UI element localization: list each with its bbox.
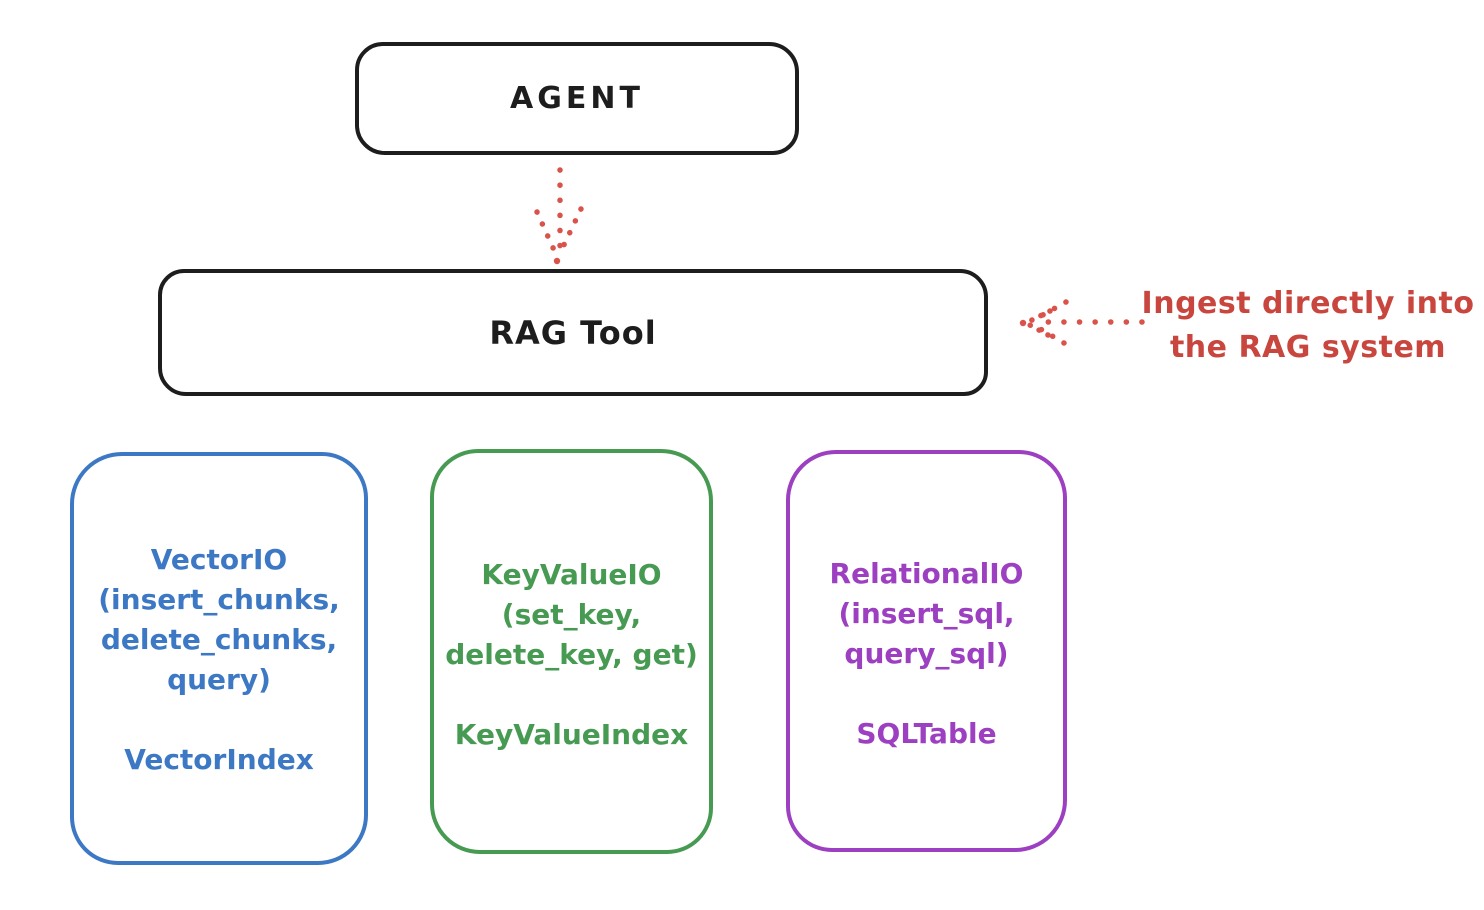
ingest-annotation: Ingest directly into the RAG system [1140,282,1476,370]
relational-io-node: RelationalIO (insert_sql, query_sql) SQL… [786,450,1067,852]
relational-io-signature: RelationalIO (insert_sql, query_sql) [829,557,1024,670]
ingest-annotation-line2: the RAG system [1169,330,1447,365]
rag-tool-label: RAG Tool [489,313,657,352]
rag-tool-node: RAG Tool [158,269,988,396]
keyvalue-io-signature: KeyValueIO (set_key, delete_key, get) [445,558,698,671]
agent-label: AGENT [510,81,644,116]
agent-to-rag-arrow [534,167,584,265]
ingest-annotation-line1: Ingest directly into [1141,286,1475,321]
vector-io-signature: VectorIO (insert_chunks, delete_chunks, … [98,543,340,696]
vector-index-label: VectorIndex [124,743,314,776]
sql-table-label: SQLTable [856,717,997,750]
vector-io-node: VectorIO (insert_chunks, delete_chunks, … [70,452,368,865]
keyvalue-io-node: KeyValueIO (set_key, delete_key, get) Ke… [430,449,713,854]
keyvalue-index-label: KeyValueIndex [454,718,689,751]
agent-node: AGENT [355,42,799,155]
ingest-arrow [1019,299,1145,346]
